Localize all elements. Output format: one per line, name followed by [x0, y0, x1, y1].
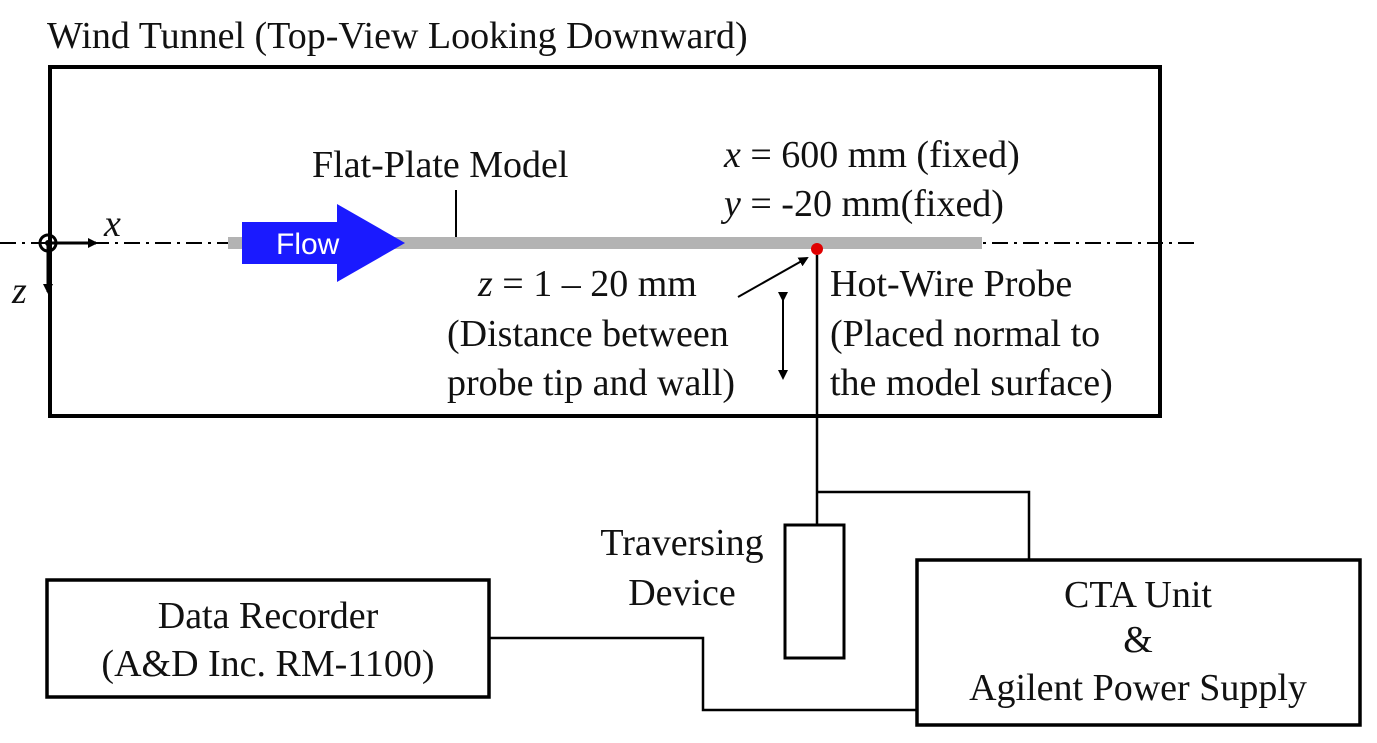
z-range-desc-line2: probe tip and wall) — [447, 362, 735, 404]
probe-label-line3: the model surface) — [830, 362, 1113, 404]
z-range-desc-line1: (Distance between — [447, 313, 729, 355]
traversing-label-line1: Traversing — [600, 522, 763, 564]
probe-label-line1: Hot-Wire Probe — [830, 263, 1072, 305]
data-recorder-box — [45, 578, 491, 699]
flow-arrow — [242, 204, 405, 282]
flat-plate-model — [228, 237, 982, 249]
probe-label-line2: (Placed normal to — [830, 313, 1100, 355]
x-axis-label: x — [103, 203, 121, 245]
coordinate-axes: x z — [11, 203, 121, 312]
recorder-label-line1: Data Recorder — [158, 595, 379, 637]
cta-label-line3: Agilent Power Supply — [969, 667, 1307, 709]
cta-unit-box — [915, 558, 1362, 727]
recorder-label-line2: (A&D Inc. RM-1100) — [101, 643, 434, 685]
probe-tip — [811, 243, 823, 255]
cta-label-line1: CTA Unit — [1064, 574, 1212, 616]
probe-tip-leader — [737, 257, 809, 298]
flow-label: Flow — [276, 228, 340, 261]
traversing-device — [783, 523, 846, 660]
z-range-label: z = 1 – 20 mm — [477, 263, 697, 305]
y-position-label: y = -20 mm(fixed) — [720, 183, 1004, 225]
recorder-to-cta-cable — [489, 636, 917, 712]
plate-label: Flat-Plate Model — [312, 144, 568, 186]
cta-label-line2: & — [1123, 619, 1153, 661]
probe-to-cta-cable — [817, 490, 1031, 560]
traversing-label-line2: Device — [628, 572, 736, 614]
diagram-title: Wind Tunnel (Top-View Looking Downward) — [47, 15, 748, 57]
z-axis-label: z — [11, 270, 27, 312]
x-position-label: x = 600 mm (fixed) — [723, 134, 1020, 176]
